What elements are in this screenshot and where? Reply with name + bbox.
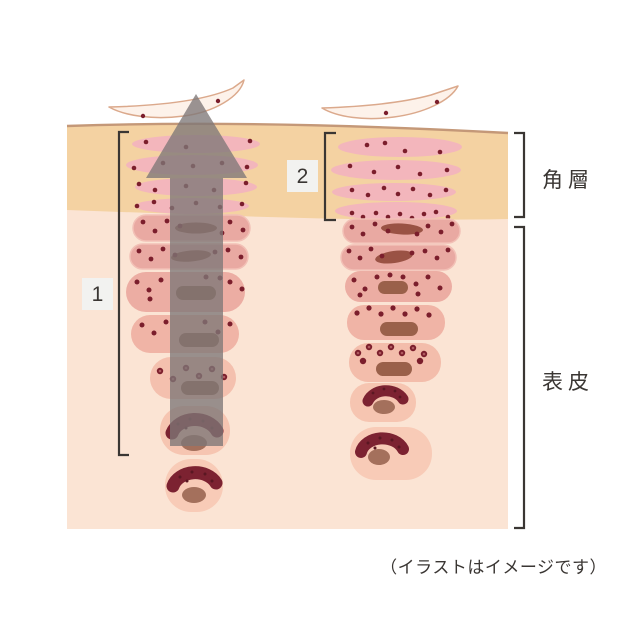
step-1-number: 1 xyxy=(91,282,104,306)
skin-surface-line xyxy=(66,122,509,135)
shed-flake-right-icon xyxy=(321,85,459,120)
keratinocyte-cell xyxy=(340,244,457,271)
corneocyte-cells-right xyxy=(331,137,462,220)
basal-cell xyxy=(350,383,416,422)
illustration-disclaimer-caption: （イラストはイメージです） xyxy=(380,558,607,577)
cell-column-right xyxy=(331,137,462,480)
brackets xyxy=(117,130,526,530)
melanin-dots-right-top xyxy=(347,140,451,221)
keratinocyte-cell xyxy=(342,218,461,244)
step-2-number: 2 xyxy=(296,164,309,188)
bracket-stratum-corneum xyxy=(514,131,526,219)
basal-cell xyxy=(165,459,223,512)
keratinocyte-cell xyxy=(345,271,452,302)
stratum-corneum-label: 角層 xyxy=(542,169,594,192)
step-2-badge: 2 xyxy=(287,160,318,192)
epidermis-label: 表皮 xyxy=(542,371,594,394)
bracket-step2 xyxy=(323,131,336,222)
basal-cell xyxy=(350,427,432,480)
step-1-badge: 1 xyxy=(82,278,113,310)
bracket-step1 xyxy=(117,130,129,457)
turnover-up-arrow-icon xyxy=(146,94,247,446)
shed-flake-left-icon xyxy=(108,79,245,119)
keratinocyte-cell xyxy=(347,305,445,340)
keratinocyte-cell xyxy=(349,343,441,382)
bracket-epidermis xyxy=(514,225,526,530)
